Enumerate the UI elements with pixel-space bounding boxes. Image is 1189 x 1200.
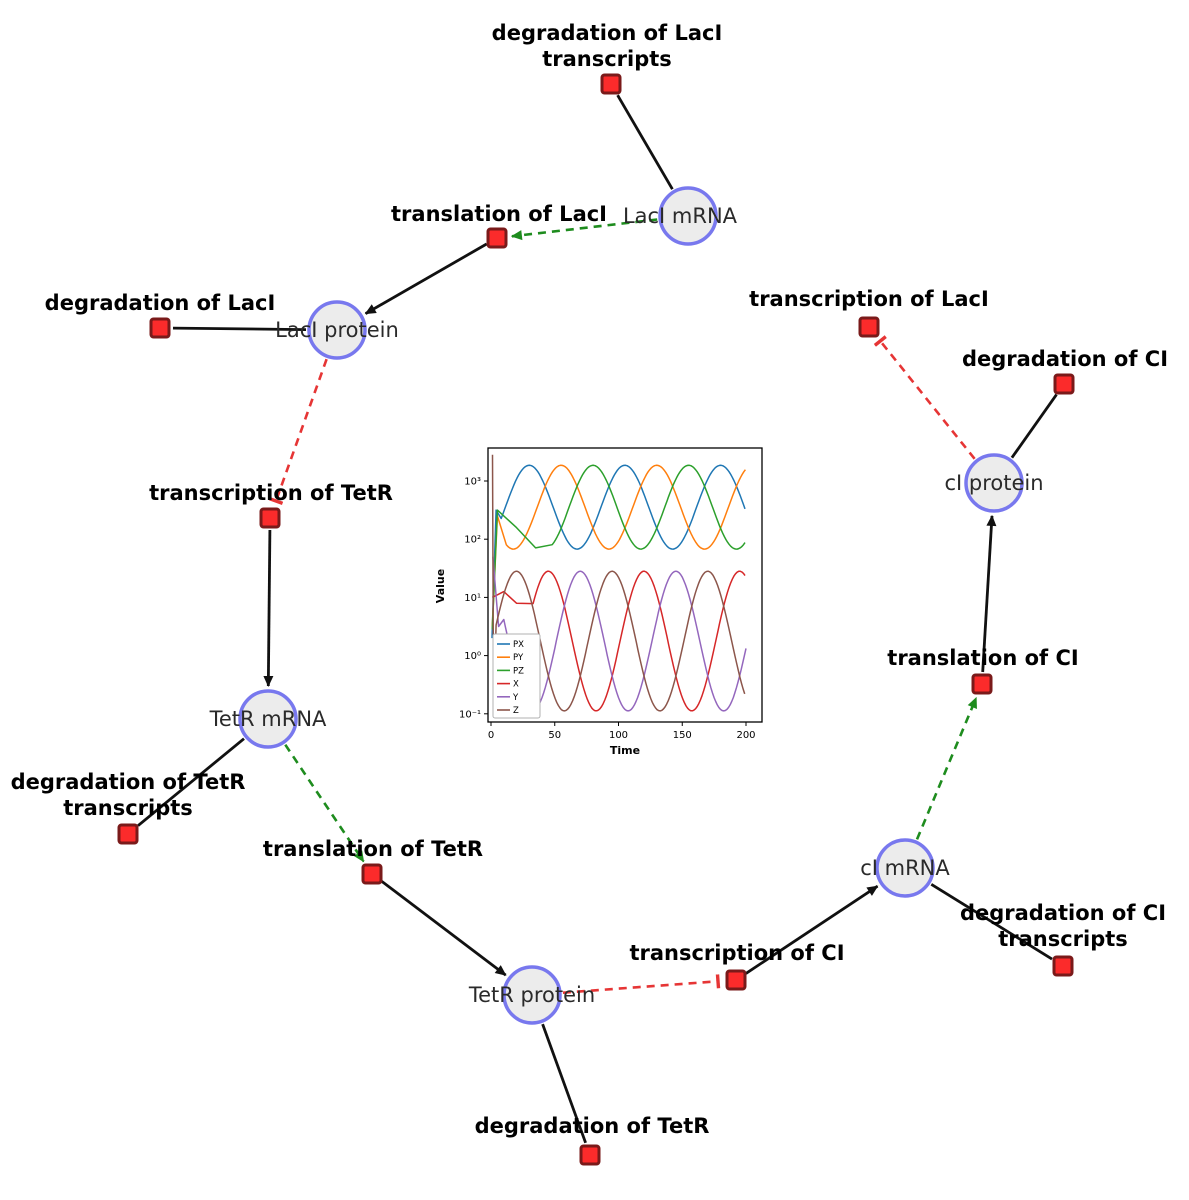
species-node-ci-mrna[interactable] xyxy=(875,838,935,898)
reaction-node-deg-laci[interactable] xyxy=(149,317,171,339)
legend-label-Y: Y xyxy=(512,693,519,703)
series-PX xyxy=(491,464,746,639)
nodes-layer xyxy=(117,73,1075,1166)
edge-consumption-ci-mrna--deg-ci-tx xyxy=(930,883,1053,961)
reaction-node-translation-laci[interactable] xyxy=(486,227,508,249)
reaction-label-deg-tetr-tx-line2: transcripts xyxy=(63,796,193,820)
reaction-label-deg-ci-line1: degradation of CI xyxy=(962,347,1168,371)
reaction-node-deg-ci[interactable] xyxy=(1053,373,1075,395)
y-tick-label: 10³ xyxy=(464,477,481,488)
edges-layer xyxy=(137,94,1058,1144)
edge-consumption-ci-protein--deg-ci xyxy=(1010,393,1058,459)
edge-production-translation-laci--laci-protein xyxy=(364,242,488,315)
reaction-label-transcription-ci-line1: transcription of CI xyxy=(629,941,844,965)
species-label-ci-protein: cI protein xyxy=(944,471,1043,495)
legend-label-X: X xyxy=(513,680,519,690)
reaction-node-deg-ci-tx[interactable] xyxy=(1052,955,1074,977)
edge-modifier-laci-mrna--translation-laci xyxy=(510,218,658,241)
edge-production-translation-tetr--tetr-protein xyxy=(380,880,507,977)
reaction-node-translation-ci[interactable] xyxy=(971,673,993,695)
y-axis-label: Value xyxy=(434,569,447,603)
edge-inhibition-ci-protein--transcription-laci xyxy=(873,335,976,460)
species-node-laci-protein[interactable] xyxy=(307,300,367,360)
edge-consumption-tetr-mrna--deg-tetr-tx xyxy=(137,737,245,827)
y-tick-label: 10¹ xyxy=(464,593,481,604)
species-node-tetr-protein[interactable] xyxy=(502,965,562,1025)
x-tick-label: 200 xyxy=(736,730,755,741)
legend-label-PY: PY xyxy=(513,653,524,663)
edge-production-transcription-ci--ci-mrna xyxy=(745,885,879,975)
legend-label-PX: PX xyxy=(513,640,524,650)
reaction-label-transcription-tetr-line1: transcription of TetR xyxy=(149,481,393,505)
reaction-node-translation-tetr[interactable] xyxy=(361,863,383,885)
series-PY xyxy=(491,464,746,627)
species-label-ci-mrna: cI mRNA xyxy=(860,856,950,880)
x-tick-label: 100 xyxy=(609,730,628,741)
species-node-tetr-mrna[interactable] xyxy=(238,689,298,749)
plot-axes: 0 50 100 150 200 10³ 10² 10¹ 10⁰ 10⁻¹ xyxy=(459,477,756,742)
reaction-label-translation-ci-line1: translation of CI xyxy=(887,646,1078,670)
reaction-label-deg-laci-tx-line1: degradation of LacI xyxy=(492,21,723,45)
x-tick-label: 0 xyxy=(488,730,494,741)
species-label-tetr-protein: TetR protein xyxy=(468,983,595,1007)
edge-modifier-ci-mrna--translation-ci xyxy=(915,696,978,840)
series-PZ xyxy=(491,464,746,630)
edge-production-transcription-tetr--tetr-mrna xyxy=(263,529,274,687)
reaction-label-transcription-laci-line1: transcription of LacI xyxy=(749,287,989,311)
series-Y xyxy=(492,556,747,712)
reaction-node-deg-tetr-tx[interactable] xyxy=(117,823,139,845)
plot-curves xyxy=(491,454,747,715)
x-axis-label: Time xyxy=(610,744,640,757)
y-tick-label: 10⁰ xyxy=(464,651,481,662)
reaction-node-deg-laci-tx[interactable] xyxy=(600,73,622,95)
reaction-label-deg-laci-line1: degradation of LacI xyxy=(45,291,276,315)
reaction-label-deg-laci-tx-line2: transcripts xyxy=(542,47,672,71)
time-course-inset-chart: 0 50 100 150 200 10³ 10² 10¹ 10⁰ 10⁻¹ PX PY PZ XYZ T… xyxy=(434,447,763,757)
reaction-node-transcription-laci[interactable] xyxy=(858,316,880,338)
species-node-ci-protein[interactable] xyxy=(964,453,1024,513)
reaction-label-translation-laci-line1: translation of LacI xyxy=(391,202,607,226)
x-tick-label: 150 xyxy=(673,730,692,741)
reaction-node-deg-tetr[interactable] xyxy=(579,1144,601,1166)
edge-modifier-tetr-mrna--translation-tetr xyxy=(284,743,365,863)
edge-production-translation-ci--ci-protein xyxy=(981,514,997,673)
edge-consumption-laci-protein--deg-laci xyxy=(172,326,307,331)
legend-label-Z: Z xyxy=(513,706,519,716)
plot-legend: PX PY PZ XYZ xyxy=(492,633,541,719)
species-node-laci-mrna[interactable] xyxy=(658,186,718,246)
species-label-tetr-mrna: TetR mRNA xyxy=(209,707,327,731)
species-label-laci-protein: LacI protein xyxy=(275,318,399,342)
reaction-label-deg-ci-tx-line2: transcripts xyxy=(998,927,1128,951)
reaction-node-transcription-tetr[interactable] xyxy=(259,507,281,529)
legend-label-PZ: PZ xyxy=(513,666,524,676)
reaction-label-deg-tetr-tx-line1: degradation of TetR xyxy=(11,770,246,794)
edge-consumption-laci-mrna--deg-laci-tx xyxy=(616,94,674,190)
edge-inhibition-tetr-protein--transcription-ci xyxy=(562,974,721,994)
species-label-laci-mrna: LacI mRNA xyxy=(623,204,738,228)
x-tick-label: 50 xyxy=(548,730,561,741)
reaction-node-transcription-ci[interactable] xyxy=(725,969,747,991)
edge-consumption-tetr-protein--deg-tetr xyxy=(541,1023,587,1144)
reaction-label-translation-tetr-line1: translation of TetR xyxy=(263,837,483,861)
reaction-label-deg-tetr-line1: degradation of TetR xyxy=(475,1114,710,1138)
series-Z xyxy=(491,454,746,715)
y-tick-label: 10² xyxy=(464,535,481,546)
reaction-label-deg-ci-tx-line1: degradation of CI xyxy=(960,901,1166,925)
y-tick-label: 10⁻¹ xyxy=(459,709,481,720)
edge-inhibition-laci-protein--transcription-tetr xyxy=(268,358,328,505)
